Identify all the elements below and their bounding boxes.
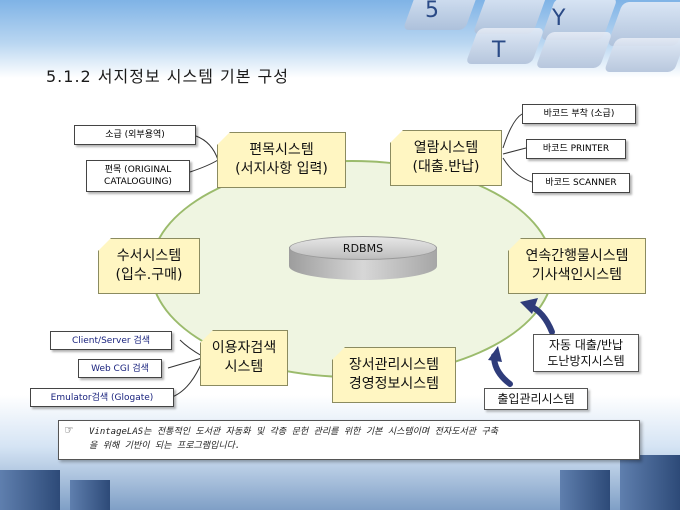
building [0, 470, 60, 510]
serials-system: 연속간행물시스템 기사색인시스템 [508, 238, 646, 294]
rdbms-label: RDBMS [342, 242, 384, 255]
outsourced-cataloging-box: 소급 (외부용역) [74, 125, 196, 145]
key-glyph: T [492, 38, 506, 63]
box-label: CATALOGUING) [104, 177, 172, 187]
box-label: Emulator검색 (Glogate) [50, 392, 154, 403]
box-label: 바코드 SCANNER [545, 178, 617, 188]
node-label: 기사색인시스템 [531, 267, 623, 283]
arrow-head [488, 346, 502, 362]
connector-line [167, 357, 203, 369]
node-label: (서지사항 입력) [235, 161, 328, 177]
storage-system: 장서관리시스템 경영정보시스템 [332, 347, 456, 403]
page-title: 5.1.2 서지정보 시스템 기본 구성 [46, 67, 289, 86]
barcode-printer-box: 바코드 PRINTER [526, 139, 626, 159]
box-label: Client/Server 검색 [71, 335, 151, 346]
pointing-hand-icon: ☞ [65, 423, 73, 438]
web-cgi-search-box: Web CGI 검색 [78, 359, 162, 378]
box-label: 소급 (외부용역) [105, 130, 165, 140]
key-glyph: Y [552, 6, 566, 31]
box-label: 바코드 부착 (소급) [543, 109, 615, 119]
entry-control-system-box: 출입관리시스템 [484, 388, 588, 410]
building [560, 470, 610, 510]
circulation-system: 열람시스템 (대출.반납) [390, 130, 502, 186]
user-search-system: 이용자검색 시스템 [200, 330, 288, 386]
building [620, 455, 680, 510]
connector-line [502, 157, 533, 183]
box-label: 도난방지시스템 [547, 354, 625, 368]
node-label: 연속간행물시스템 [525, 248, 629, 264]
box-label: 바코드 PRINTER [542, 144, 610, 154]
building [70, 480, 110, 510]
key-glyph: 5 [425, 0, 439, 23]
emulator-search-box: Emulator검색 (Glogate) [30, 388, 174, 407]
caption-text: VintageLAS는 전통적인 도서관 자동화 및 각종 문헌 관리를 위한 … [89, 425, 629, 453]
cataloging-system: 편목시스템 (서지사항 입력) [217, 132, 346, 188]
connector-line [195, 135, 219, 161]
connector-line [502, 147, 527, 155]
barcode-scanner-box: 바코드 SCANNER [532, 173, 630, 193]
node-label: 편목시스템 [249, 142, 314, 158]
connector-line [189, 159, 219, 173]
barcode-attach-box: 바코드 부착 (소급) [522, 104, 636, 124]
connector-line [179, 339, 203, 357]
connector-line [502, 113, 523, 149]
node-label: 시스템 [224, 359, 264, 375]
client-server-search-box: Client/Server 검색 [50, 331, 172, 350]
box-label: 자동 대출/반납 [548, 338, 624, 352]
node-label: (대출.반납) [412, 159, 480, 175]
node-label: 열람시스템 [413, 140, 479, 156]
node-label: 수서시스템 [116, 248, 182, 264]
original-cataloging-box: 편목 (ORIGINAL CATALOGUING) [86, 160, 190, 192]
rdbms-cylinder-top [289, 236, 437, 260]
caption-line: 을 위해 기반이 되는 프로그램입니다. [89, 441, 241, 451]
caption-line: VintageLAS는 전통적인 도서관 자동화 및 각종 문헌 관리를 위한 … [89, 427, 499, 437]
node-label: (입수.구매) [115, 267, 183, 283]
box-label: 편목 (ORIGINAL [104, 165, 172, 175]
node-label: 경영정보시스템 [348, 376, 440, 392]
acquisition-system: 수서시스템 (입수.구매) [98, 238, 200, 294]
node-label: 이용자검색 [211, 340, 277, 356]
caption-box: ☞ VintageLAS는 전통적인 도서관 자동화 및 각종 문헌 관리를 위… [58, 420, 640, 460]
box-label: 출입관리시스템 [497, 392, 575, 406]
connector-line [171, 361, 203, 398]
auto-loan-system-box: 자동 대출/반납 도난방지시스템 [533, 334, 639, 372]
box-label: Web CGI 검색 [91, 363, 149, 374]
node-label: 장서관리시스템 [348, 357, 440, 373]
arrow-head [520, 298, 538, 314]
